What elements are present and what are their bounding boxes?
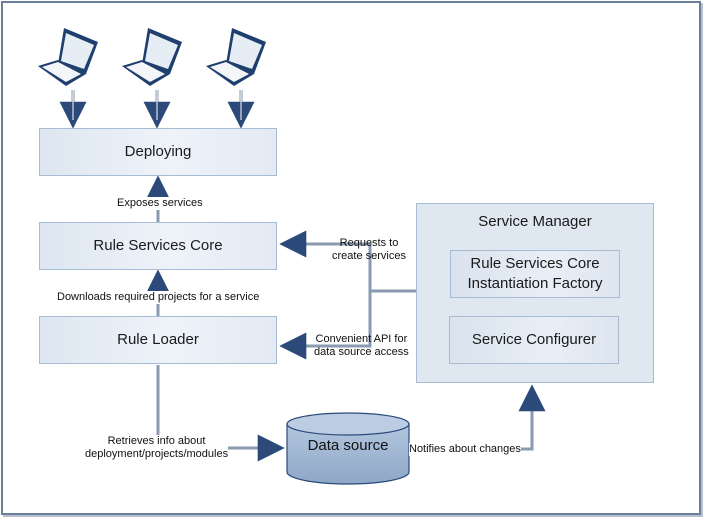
edge-label-convenient: Convenient API for data source access (314, 333, 409, 359)
service-manager-label: Service Manager (478, 213, 592, 230)
service-configurer-label: Service Configurer (471, 331, 597, 348)
laptop-icon (38, 28, 98, 86)
edge-label-requests-line1: Requests to (339, 237, 399, 249)
edge-label-requests: Requests to create services (332, 237, 406, 263)
laptop-icon (122, 28, 182, 86)
deploying-label: Deploying (124, 143, 192, 160)
edge-label-requests-line2: create services (332, 250, 406, 262)
edge-label-downloads: Downloads required projects for a servic… (57, 291, 260, 304)
rule-loader-node: Rule Loader (39, 316, 277, 364)
edge-label-retrieves: Retrieves info about deployment/projects… (85, 435, 229, 461)
edge-label-exposes: Exposes services (117, 197, 203, 210)
service-configurer-node: Service Configurer (449, 316, 619, 364)
edge-label-retrieves-line2: deployment/projects/modules (85, 448, 229, 460)
rule-services-core-label: Rule Services Core (93, 237, 223, 254)
edge-label-notifies: Notifies about changes (409, 443, 521, 456)
rule-loader-label: Rule Loader (117, 331, 199, 348)
edge-label-retrieves-line1: Retrieves info about (107, 435, 206, 447)
edge-datasource-manager (410, 384, 546, 451)
instantiation-factory-label-line1: Rule Services Core (470, 255, 600, 272)
edge-label-convenient-line1: Convenient API for (315, 333, 408, 345)
laptop-icon (206, 28, 266, 86)
rule-services-core-node: Rule Services Core (39, 222, 277, 270)
instantiation-factory-label-line2: Instantiation Factory (467, 275, 603, 292)
edge-manager-loader (279, 291, 372, 360)
data-source-node (286, 412, 410, 485)
instantiation-factory-node: Rule Services Core Instantiation Factory (450, 250, 620, 298)
edge-manager-core (279, 230, 416, 293)
deploying-node: Deploying (39, 128, 277, 176)
data-source-label: Data source (307, 437, 389, 454)
edge-label-convenient-line2: data source access (314, 346, 409, 358)
